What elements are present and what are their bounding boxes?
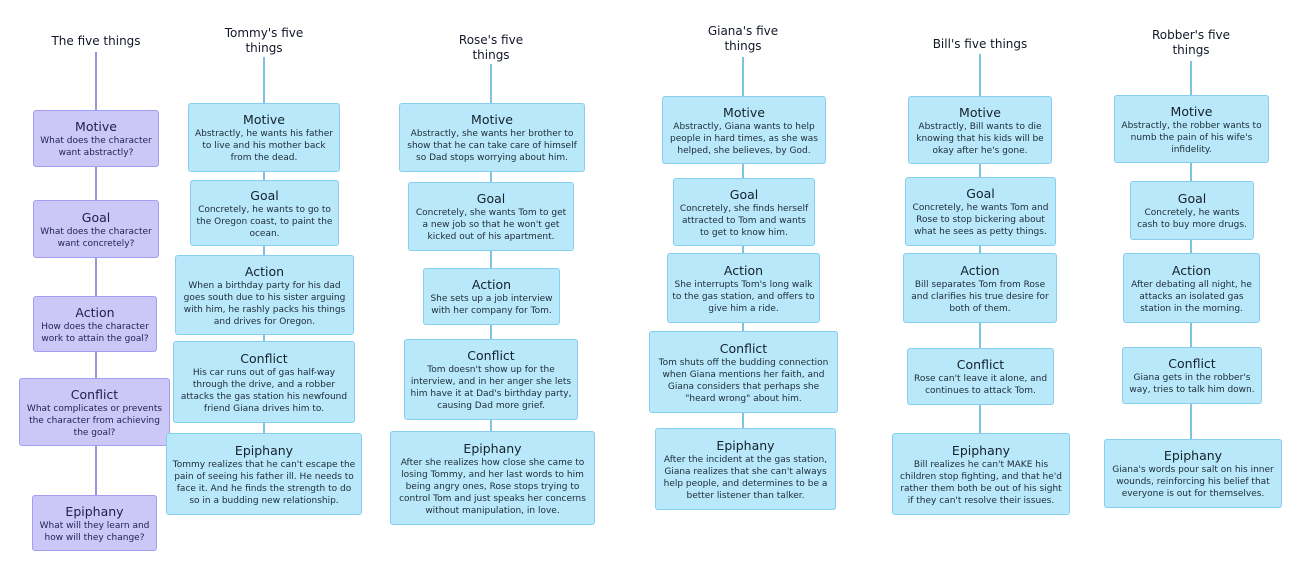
node-title: Motive (75, 119, 117, 134)
ref-connector-line (95, 52, 97, 495)
node-description: Giana's words pour salt on his inner wou… (1112, 465, 1274, 499)
node-description: Concretely, he wants to go to the Oregon… (196, 204, 333, 239)
node-title: Epiphany (716, 437, 775, 453)
node-title: Conflict (1168, 356, 1216, 371)
tommy-column-header: Tommy's five things (224, 26, 304, 55)
node-title: Motive (723, 104, 765, 120)
node-description: His car runs out of gas half-way through… (180, 367, 348, 414)
node-title: Goal (250, 187, 279, 203)
robber-connector-line (1190, 61, 1192, 439)
node-title: Goal (1177, 191, 1207, 206)
node-description: She interrupts Tom's long walk to the ga… (672, 279, 815, 314)
node-description: Abstractly, the robber wants to numb the… (1121, 120, 1262, 155)
node-title: Action (1171, 262, 1212, 278)
ref-column-header: The five things (51, 34, 141, 48)
node-title: Epiphany (65, 503, 124, 519)
node-description: After the incident at the gas station, G… (663, 454, 828, 501)
node-title: Motive (959, 104, 1001, 120)
node-title: Conflict (719, 340, 768, 356)
node-title: Motive (1170, 103, 1213, 119)
node-title: Conflict (467, 348, 515, 363)
robber-column-header: Robber's five things (1151, 28, 1231, 57)
node-description: After she realizes how close she came to… (399, 457, 586, 516)
node-description: Tom doesn't show up for the interview, a… (410, 365, 572, 411)
node-description: Concretely, she wants Tom to get a new j… (415, 208, 567, 242)
node-description: Abstractly, Giana wants to help people i… (670, 121, 818, 156)
node-description: Abstractly, Bill wants to die knowing th… (916, 121, 1044, 156)
node-title: Action (960, 262, 1000, 278)
node-description: She sets up a job interview with her com… (430, 294, 553, 316)
giana-column-header: Giana's five things (707, 24, 779, 53)
node-title: Action (244, 263, 285, 279)
bill-column-header: Bill's five things (932, 37, 1028, 51)
node-description: Bill separates Tom from Rose and clarifi… (911, 279, 1049, 314)
node-title: Conflict (70, 386, 119, 402)
node-description: Tom shuts off the budding connection whe… (658, 357, 829, 404)
node-description: Bill realizes he can't MAKE his children… (900, 459, 1062, 506)
node-title: Goal (729, 186, 759, 202)
node-description: Abstractly, she wants her brother to sho… (407, 129, 577, 163)
node-title: Action (723, 262, 764, 278)
node-title: Epiphany (1163, 448, 1223, 463)
node-title: Motive (471, 112, 513, 127)
node-description: What does the character want abstractly? (40, 136, 152, 158)
node-description: When a birthday party for his dad goes s… (183, 280, 346, 327)
node-title: Goal (81, 209, 111, 225)
node-description: What will they learn and how will they c… (39, 520, 150, 543)
node-description: Giana gets in the robber's way, tries to… (1129, 373, 1255, 395)
node-description: Concretely, he wants Tom and Rose to sto… (912, 203, 1049, 237)
node-description: What does the character want concretely? (40, 226, 152, 249)
node-description: Tommy realizes that he can't escape the … (172, 459, 356, 506)
node-description: How does the character work to attain th… (41, 321, 149, 344)
node-description: Abstractly, he wants his father to live … (195, 129, 333, 163)
node-title: Goal (966, 186, 995, 201)
rose-column-header: Rose's five things (458, 33, 524, 62)
node-title: Conflict (240, 350, 288, 366)
node-description: What complicates or prevents the charact… (26, 403, 163, 438)
node-description: After debating all night, he attacks an … (1131, 279, 1252, 314)
node-title: Motive (243, 112, 285, 127)
node-description: Concretely, he wants cash to buy more dr… (1137, 208, 1247, 230)
node-title: Epiphany (234, 442, 294, 458)
node-description: Concretely, she finds herself attracted … (679, 203, 809, 238)
node-title: Epiphany (463, 440, 522, 456)
node-title: Goal (476, 191, 506, 206)
node-title: Action (75, 304, 115, 320)
node-description: Rose can't leave it alone, and continues… (913, 374, 1048, 396)
node-title: Epiphany (951, 442, 1011, 458)
node-title: Conflict (956, 357, 1005, 372)
node-title: Action (471, 277, 512, 292)
